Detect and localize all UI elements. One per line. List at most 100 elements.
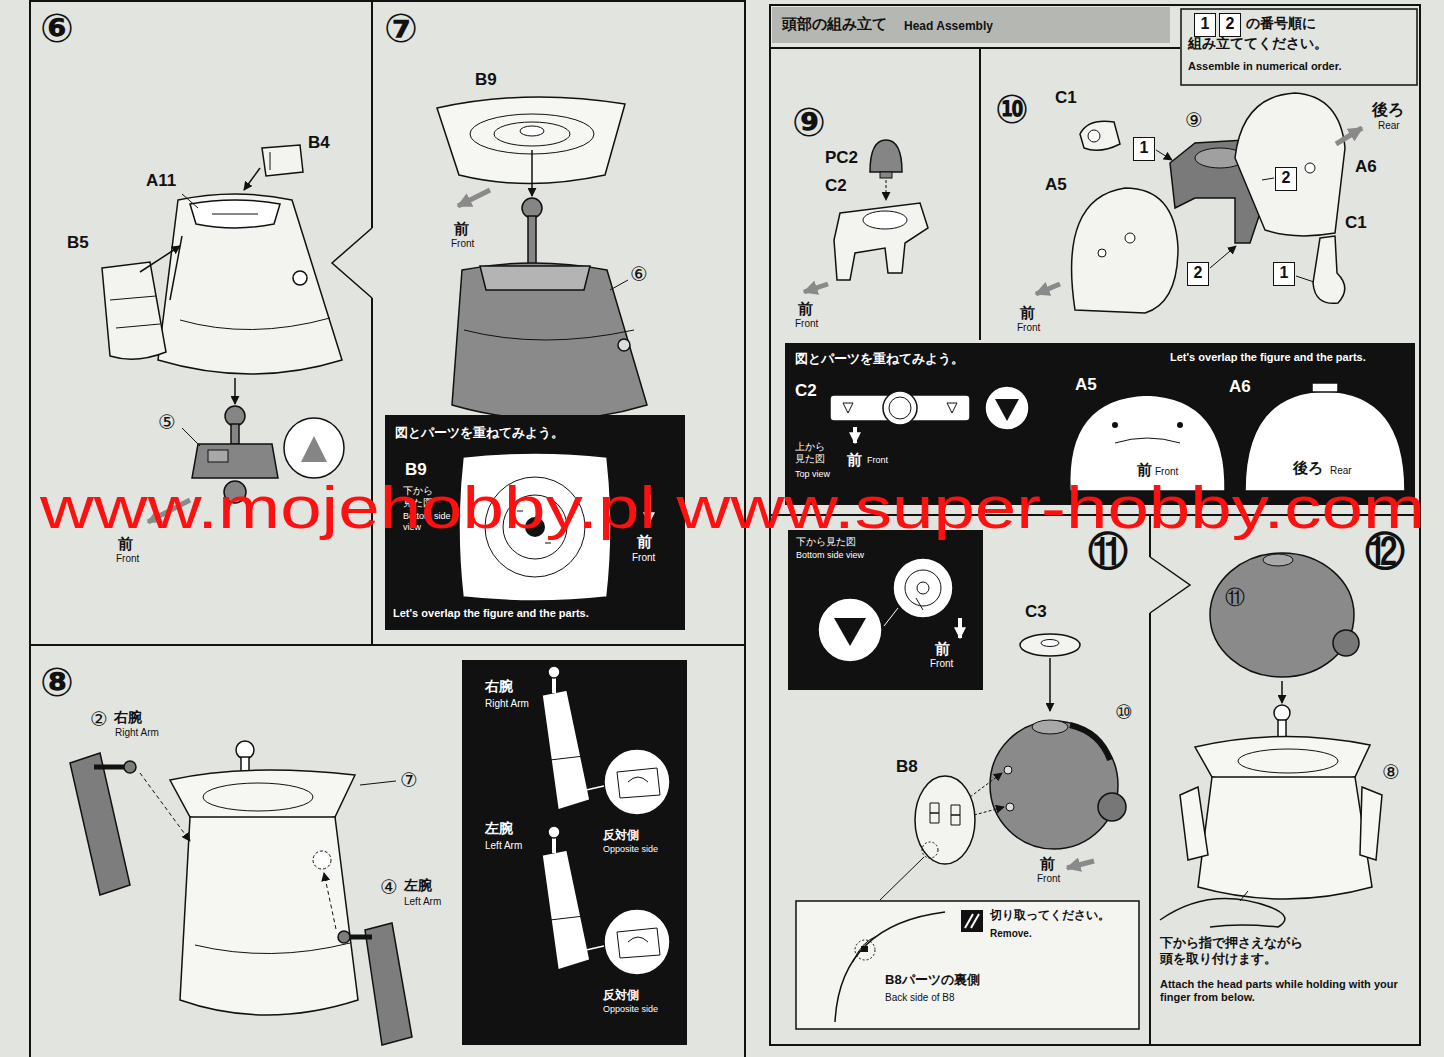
- illustration-circle: [1333, 630, 1359, 656]
- view-label: Top view: [795, 469, 830, 480]
- direction-label: Front: [632, 552, 655, 564]
- illustration-ellipse: [915, 776, 975, 864]
- illustration-path: [1160, 899, 1285, 927]
- illustration-ellipse: [494, 122, 570, 146]
- part-illustration: [1150, 515, 1420, 1045]
- illustration-line: [148, 500, 190, 522]
- order-number: 2: [1188, 263, 1208, 284]
- illustration-path: [995, 399, 1019, 421]
- illustration-rect: [528, 216, 536, 264]
- direction-label: Rear: [1378, 120, 1400, 132]
- direction-label: Front: [451, 238, 474, 250]
- part-name: Right Arm: [115, 727, 159, 739]
- part-name: B5: [67, 233, 89, 253]
- illustration-line: [1156, 150, 1172, 160]
- illustration-rect: [1278, 720, 1286, 738]
- note-text: Back side of B8: [885, 992, 954, 1004]
- direction-label: 後ろ: [1293, 459, 1323, 477]
- illustration-path: [843, 403, 957, 413]
- illustration-circle: [1112, 422, 1118, 428]
- part-name: Left Arm: [485, 840, 522, 852]
- illustration-ellipse: [1041, 640, 1059, 647]
- step-number: ⑫: [1365, 527, 1405, 575]
- illustration-circle: [883, 391, 917, 425]
- illustration-path: [190, 200, 280, 228]
- direction-label: Front: [116, 553, 139, 565]
- step-number: ⑥: [40, 4, 74, 52]
- view-label: Bottom side view: [796, 550, 864, 561]
- illustration-circle: [1088, 130, 1100, 142]
- illustration-circle: [604, 749, 670, 815]
- illustration-path: [1235, 93, 1345, 236]
- callout-number: ④: [380, 875, 398, 899]
- illustration-line: [886, 180, 887, 200]
- part-name: 左腕: [404, 877, 432, 894]
- illustration-circle: [525, 517, 545, 537]
- illustration-ellipse: [203, 783, 313, 811]
- view-label: Opposite side: [603, 844, 658, 855]
- illustration-circle: [284, 418, 344, 478]
- view-guide-box: 下から見た図Bottom side view前Front: [788, 530, 983, 690]
- illustration-ellipse: [1032, 720, 1068, 734]
- part-name: A11: [146, 171, 176, 191]
- illustration-circle: [917, 582, 929, 594]
- illustration-path: [180, 817, 358, 1015]
- view-label: 反対側: [603, 988, 639, 1002]
- guide-heading: 図とパーツを重ねてみよう。: [795, 351, 964, 367]
- illustration-line: [853, 427, 857, 443]
- illustration-circle: [1098, 793, 1126, 821]
- part-name: PC2: [825, 148, 858, 168]
- illustration-line: [1067, 861, 1094, 868]
- direction-label: Front: [1017, 322, 1040, 334]
- guide-heading: 図とパーツを重ねてみよう。: [395, 425, 564, 441]
- note-text: 切り取ってください。: [990, 908, 1110, 922]
- illustration-rect: [231, 424, 239, 444]
- view-label: 下から見た図: [403, 485, 437, 509]
- illustration-path: [195, 943, 350, 954]
- illustration-circle: [618, 339, 630, 351]
- illustration-path: [365, 923, 412, 1045]
- direction-label: Front: [1037, 873, 1060, 885]
- illustration-ellipse: [520, 126, 544, 136]
- callout-number: ⑤: [158, 410, 176, 434]
- step-number: ⑦: [384, 4, 418, 52]
- note-text: 下から指で押さえながら 頭を取り付けます。: [1160, 935, 1360, 966]
- part-name: B9: [475, 70, 497, 90]
- illustration-line: [244, 168, 260, 190]
- illustration-circle: [922, 842, 938, 858]
- overlap-guide-box: 図とパーツを重ねてみよう。B9下から見た図Bottom side view前Fr…: [385, 415, 685, 630]
- direction-label: Front: [1155, 466, 1178, 478]
- illustration-circle: [225, 406, 245, 426]
- part-name: C3: [1025, 602, 1047, 622]
- direction-label: 前: [637, 533, 652, 551]
- illustration-path: [1080, 121, 1120, 150]
- illustration-path: [1070, 395, 1225, 491]
- illustration-line: [880, 857, 924, 900]
- illustration-rect: [880, 172, 892, 178]
- illustration-line: [1049, 658, 1051, 711]
- illustration-circle: [604, 909, 670, 975]
- illustration-circle: [503, 495, 567, 559]
- illustration-circle: [313, 851, 331, 869]
- part-illustration: [385, 415, 685, 630]
- callout-number: ②: [90, 707, 108, 731]
- illustration-line: [182, 194, 198, 208]
- illustration-path: [170, 236, 182, 300]
- part-name: C2: [825, 176, 847, 196]
- part-name: Right Arm: [485, 698, 529, 710]
- direction-label: Front: [795, 318, 818, 330]
- illustration-circle: [1098, 249, 1106, 257]
- order-note-box: の番号順に 組み立ててください。Assemble in numerical or…: [1180, 8, 1418, 86]
- order-number: 2: [1276, 168, 1296, 189]
- illustration-line: [804, 284, 828, 292]
- direction-label: Front: [867, 455, 888, 466]
- guide-note: Let's overlap the figure and the parts.: [393, 607, 589, 620]
- illustration-path: [1150, 557, 1190, 613]
- step-number: ⑪: [1088, 527, 1128, 575]
- illustration-circle: [1004, 766, 1012, 774]
- illustration-path: [916, 598, 923, 610]
- illustration-circle: [1125, 233, 1135, 243]
- step-number: ⑧: [40, 658, 74, 706]
- step-panel: ⑪下から見た図Bottom side view前Front切り取ってください。R…: [770, 515, 1150, 1045]
- note-text: B8パーツの裏側: [885, 972, 980, 988]
